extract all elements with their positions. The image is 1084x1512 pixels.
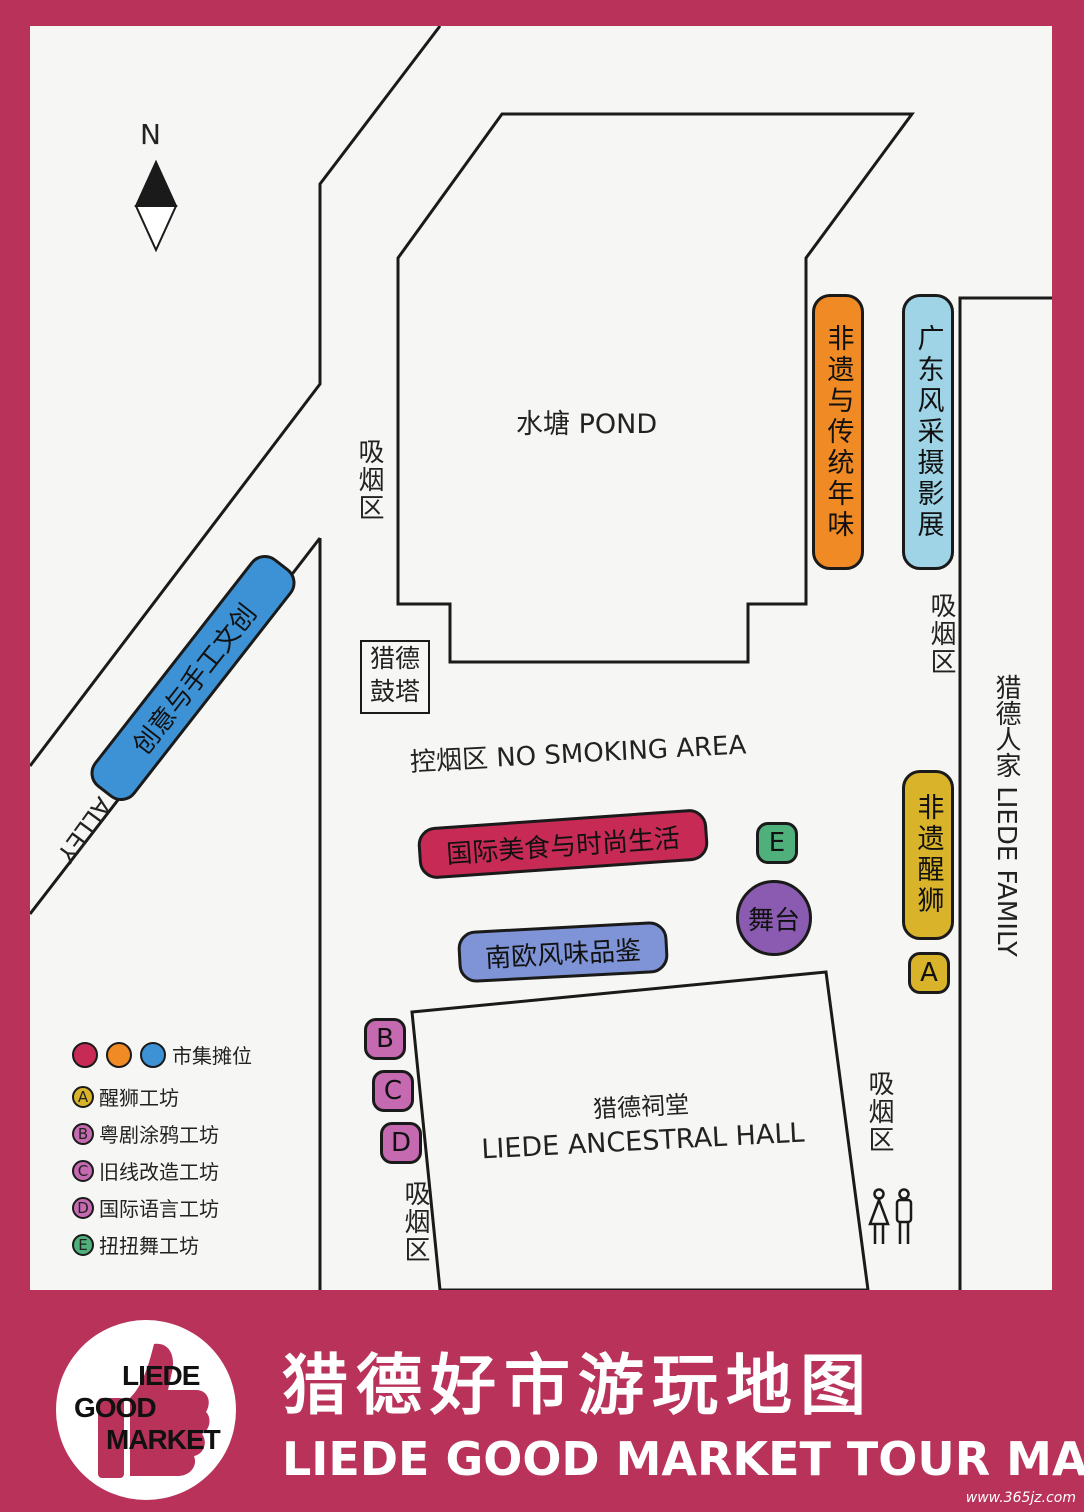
workshop-badge-a: A: [908, 952, 950, 994]
stage-label: 舞台: [747, 905, 800, 936]
compass-north-label: N: [140, 118, 161, 151]
map-area: N 水塘 POND 吸烟区 吸烟区 吸烟区 吸烟区 猎德 鼓塔 控烟区 NO S…: [30, 26, 1052, 1290]
logo-line3: MARKET: [106, 1424, 221, 1455]
legend-dot-crimson: [72, 1041, 98, 1068]
legend-row-a: A 醒狮工坊: [72, 1082, 179, 1111]
smoking-area-label-pond: 吸烟区: [354, 438, 384, 522]
stall-heritage-flavor: 非遗与传统年味: [812, 294, 864, 570]
workshop-badge-d: D: [380, 1122, 422, 1164]
thumbs-up-icon: [98, 1343, 210, 1478]
stall-south-europe: 南欧风味品鉴: [456, 920, 670, 984]
stage-circle: 舞台: [736, 880, 812, 956]
stall-cantonese-photo: 广东风采摄影展: [902, 294, 954, 570]
legend-label-b: 粤剧涂鸦工坊: [99, 1123, 219, 1147]
legend-badge-b: B: [72, 1122, 94, 1145]
smoking-area-label-hall-right: 吸烟区: [864, 1070, 894, 1154]
workshop-badge-e: E: [756, 822, 798, 864]
logo-line2: GOOD: [74, 1392, 157, 1423]
drum-tower-line2: 鼓塔: [369, 677, 420, 706]
legend-label-e: 扭扭舞工坊: [99, 1234, 199, 1258]
legend-badge-e: E: [72, 1233, 94, 1256]
smoking-area-label-hall-left: 吸烟区: [400, 1180, 430, 1264]
poster-title-en: LIEDE GOOD MARKET TOUR MAP: [282, 1432, 1084, 1486]
logo-line1: LIEDE: [122, 1360, 200, 1391]
legend-badge-d: D: [72, 1196, 94, 1219]
smoking-area-label-right: 吸烟区: [926, 592, 956, 676]
pond-outline: [396, 112, 915, 664]
legend-row-d: D 国际语言工坊: [72, 1193, 219, 1222]
road-label-family: 猎德人家 LIEDE FAMILY: [991, 674, 1021, 957]
pond-label: 水塘 POND: [516, 409, 658, 440]
workshop-badge-b: B: [364, 1018, 406, 1060]
legend-row-c: C 旧线改造工坊: [72, 1156, 219, 1185]
road-right-edge: [958, 296, 1052, 1290]
ancestral-hall-outline: [410, 970, 870, 1290]
watermark-text: www.365jz.com: [965, 1490, 1076, 1506]
legend-label-a: 醒狮工坊: [99, 1086, 179, 1110]
stall-lion-dance: 非遗醒狮: [902, 770, 954, 940]
legend-dot-orange: [106, 1041, 132, 1068]
drum-tower-line1: 猎德: [369, 644, 420, 673]
compass-icon: [134, 160, 178, 252]
market-logo: LIEDE GOOD MARKET: [56, 1320, 236, 1500]
restroom-icon: [868, 1188, 913, 1244]
legend-badge-a: A: [72, 1085, 94, 1108]
legend-row-market-stalls: 市集摊位: [72, 1040, 252, 1069]
drum-tower-box: 猎德 鼓塔: [360, 640, 430, 714]
workshop-badge-c: C: [372, 1070, 414, 1112]
legend-label-c: 旧线改造工坊: [99, 1160, 219, 1184]
legend-badge-c: C: [72, 1159, 94, 1182]
legend-row-e: E 扭扭舞工坊: [72, 1230, 199, 1259]
road-nw-edge: [30, 26, 442, 767]
legend-row-b: B 粤剧涂鸦工坊: [72, 1119, 219, 1148]
legend-dot-blue: [140, 1041, 166, 1068]
legend-label-d: 国际语言工坊: [99, 1197, 219, 1221]
legend-market-stalls-label: 市集摊位: [172, 1044, 252, 1068]
poster-title-cn: 猎德好市游玩地图: [282, 1347, 874, 1424]
